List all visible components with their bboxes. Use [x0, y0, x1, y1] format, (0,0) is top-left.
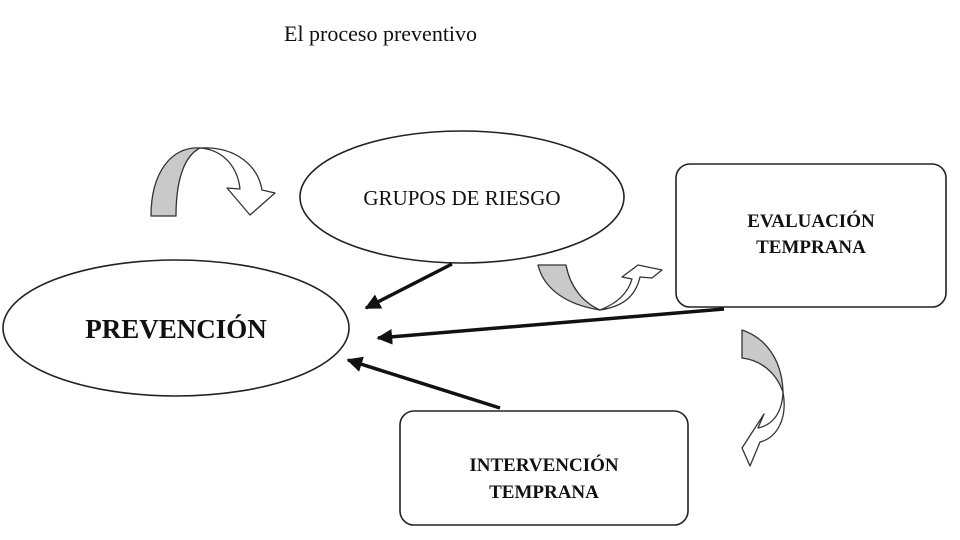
evaluacion-temprana-box [675, 163, 947, 308]
cycle-arrow-top-left-icon [150, 147, 276, 217]
prevencion-node: PREVENCIÓN [2, 259, 350, 397]
cycle-arrow-right-icon [741, 329, 785, 467]
intervencion-temprana-node: INTERVENCIÓN TEMPRANA [399, 410, 689, 526]
cycle-arrow-middle-icon [537, 264, 663, 311]
intervencion-temprana-box [399, 410, 689, 526]
evaluacion-label-line2: TEMPRANA [756, 237, 866, 258]
arrow-intervencion-to-prevencion [346, 356, 501, 410]
diagram-title: El proceso preventivo [284, 21, 477, 46]
prevencion-ellipse [2, 259, 350, 397]
grupos-riesgo-ellipse [299, 130, 625, 264]
arrow-evaluacion-to-prevencion [376, 307, 725, 345]
grupos-riesgo-node: GRUPOS DE RIESGO [299, 130, 625, 264]
arrow-grupos-to-prevencion [364, 262, 453, 310]
grupos-riesgo-label: GRUPOS DE RIESGO [363, 186, 560, 210]
evaluacion-label-line1: EVALUACIÓN [747, 210, 875, 232]
prevencion-label: PREVENCIÓN [85, 314, 267, 344]
intervencion-label-line1: INTERVENCIÓN [469, 454, 619, 476]
evaluacion-temprana-node: EVALUACIÓN TEMPRANA [675, 163, 947, 308]
intervencion-label-line2: TEMPRANA [489, 482, 599, 503]
